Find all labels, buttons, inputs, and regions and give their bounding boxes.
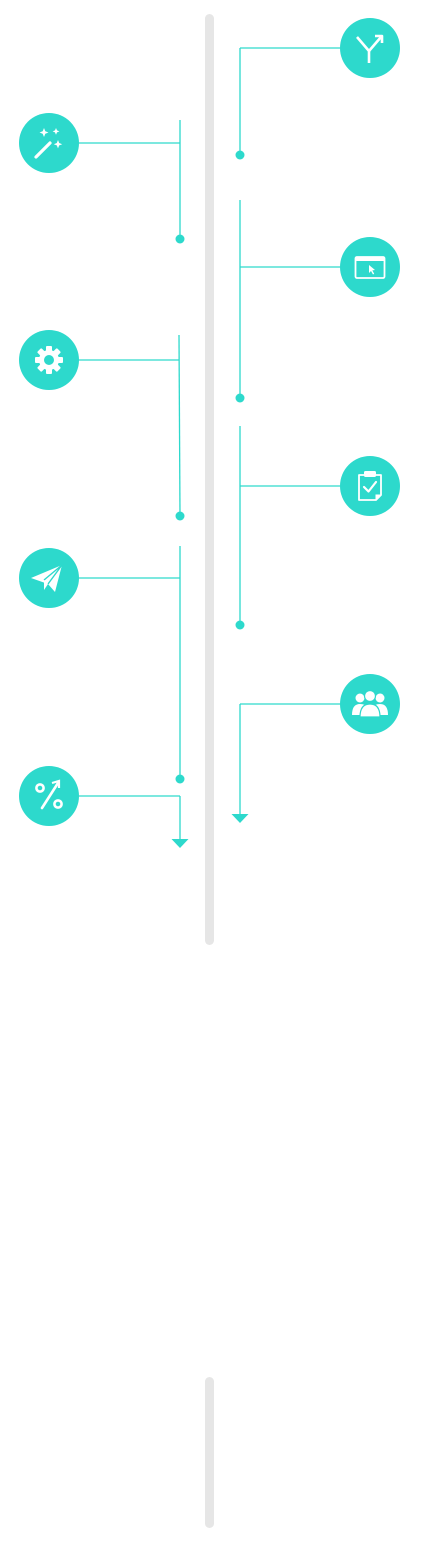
magic-wand-icon bbox=[34, 128, 63, 159]
paper-plane-icon bbox=[31, 564, 63, 592]
node-left-2 bbox=[19, 330, 79, 390]
connector-left-2-vertical bbox=[178, 334, 181, 517]
percent-growth-icon bbox=[35, 779, 63, 810]
node-right-3 bbox=[340, 456, 400, 516]
clipboard-check-icon bbox=[358, 471, 382, 501]
center-track-top bbox=[205, 14, 214, 945]
node-right-1 bbox=[340, 18, 400, 78]
node-left-4 bbox=[19, 766, 79, 826]
endpoint-dot-right-3 bbox=[235, 620, 245, 630]
arrowhead-left bbox=[171, 839, 189, 848]
endpoint-dot-right-1 bbox=[235, 150, 245, 160]
arrowhead-right bbox=[231, 814, 249, 823]
node-right-2 bbox=[340, 237, 400, 297]
node-left-1 bbox=[19, 113, 79, 173]
team-icon bbox=[352, 689, 388, 718]
fork-arrow-icon bbox=[356, 34, 384, 63]
node-right-4 bbox=[340, 674, 400, 734]
gear-icon bbox=[35, 346, 63, 374]
endpoint-dot-left-3 bbox=[175, 774, 185, 784]
node-left-3 bbox=[19, 548, 79, 608]
center-track-bottom bbox=[205, 1377, 214, 1528]
endpoint-dot-right-2 bbox=[235, 393, 245, 403]
browser-cursor-icon bbox=[354, 256, 386, 279]
endpoint-dot-left-1 bbox=[175, 234, 185, 244]
endpoint-dot-left-2 bbox=[175, 511, 185, 521]
